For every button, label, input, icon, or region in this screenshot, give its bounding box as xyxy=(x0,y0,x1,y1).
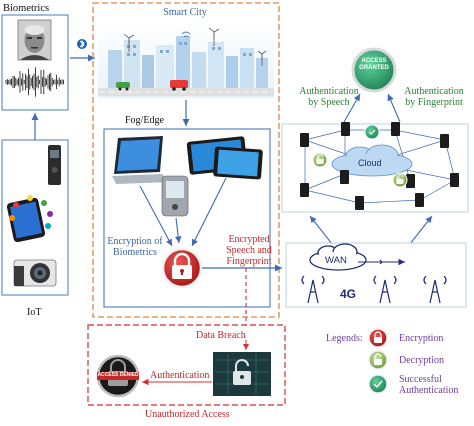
auth-by-speech-line1: Authentication xyxy=(299,86,359,97)
cloud-check-lock-icon xyxy=(364,124,380,140)
legend-encryption-icon xyxy=(368,328,388,348)
speech-auth-arrow xyxy=(343,93,361,123)
tablet-keyboard-icon xyxy=(112,136,172,184)
cell-tower-icons xyxy=(301,275,447,304)
biometrics-label: Biometrics xyxy=(3,3,50,14)
access-granted-text: ACCESS GRANTED xyxy=(354,58,394,72)
encryption-of-biometrics-line2: Biometrics xyxy=(113,247,157,258)
legend-title: Legends: xyxy=(326,333,363,344)
hacker-breach-image xyxy=(213,352,271,396)
legend xyxy=(368,328,388,394)
wan-to-cloud-arrow-left xyxy=(309,215,333,245)
encrypted-speech-label: Encrypted Speech and Fingerprint xyxy=(214,234,284,267)
unauthorized-access-label: Unauthorized Access xyxy=(145,409,230,420)
pda-device-icon xyxy=(161,175,189,217)
authentication-label: Authentication xyxy=(150,370,210,381)
fingerprint-auth-arrow xyxy=(387,93,401,123)
cloud-unlock-icon-left xyxy=(312,152,328,168)
auth-by-fingerprint-line1: Authentication xyxy=(404,86,464,97)
legend-decryption-icon xyxy=(368,350,388,370)
access-granted-line1: ACCESS xyxy=(361,58,387,64)
encryption-of-biometrics-label: Encryption of Biometrics xyxy=(100,236,170,258)
camera-icon xyxy=(13,259,57,287)
city-illustration xyxy=(98,22,274,98)
wan-to-cloud-arrow-right xyxy=(409,215,433,245)
legend-success-line1: Successful xyxy=(399,374,442,385)
wan-label: WAN xyxy=(325,255,347,266)
smartphone-apps-icon xyxy=(6,195,53,243)
unauthorized-access-boundary xyxy=(87,324,286,406)
voice-recorder-icon xyxy=(48,145,61,185)
cloud-label: Cloud xyxy=(358,158,382,168)
access-denied-text: ACCESS DENIED xyxy=(97,372,139,378)
legend-decryption-label: Decryption xyxy=(399,355,444,366)
legend-success-line2: Authentication xyxy=(399,385,459,396)
biometrics-panel xyxy=(1,14,69,111)
tablet2-to-lock-arrow xyxy=(191,177,227,247)
encrypted-speech-line3: Fingerprint xyxy=(226,256,272,267)
speech-waveform xyxy=(5,67,64,97)
cloud-icon xyxy=(331,144,413,177)
encryption-lock-icon xyxy=(161,247,203,289)
fog-edge-label: Fog/Edge xyxy=(125,115,164,126)
auth-by-speech-label: Authentication by Speech xyxy=(296,86,362,108)
cloud-unlock-icon-right xyxy=(392,172,408,188)
access-granted-line2: GRANTED xyxy=(359,65,389,71)
tablet-icon xyxy=(186,136,263,180)
legend-success-label: Successful Authentication xyxy=(399,374,458,396)
data-breach-label: Data Breach xyxy=(196,330,246,341)
auth-by-fingerprint-line2: by Fingerprint xyxy=(405,97,463,108)
auth-by-fingerprint-label: Authentication by Fingerprint xyxy=(396,86,472,108)
iot-devices-panel xyxy=(1,139,69,296)
face-photo xyxy=(17,19,52,61)
legend-encryption-label: Encryption xyxy=(399,333,444,344)
smart-city-label: Smart City xyxy=(163,7,207,18)
legend-success-icon xyxy=(368,374,388,394)
tablet-to-lock-arrow xyxy=(139,185,173,247)
encrypted-speech-line1: Encrypted xyxy=(228,234,270,245)
network-4g-label: 4G xyxy=(340,287,357,301)
encryption-of-biometrics-line1: Encryption of xyxy=(107,236,163,247)
iot-label: IoT xyxy=(27,307,42,318)
access-granted-icon xyxy=(351,47,397,93)
smart-city-boundary xyxy=(92,2,280,318)
fog-edge-panel xyxy=(103,128,271,308)
auth-by-speech-line2: by Speech xyxy=(308,97,350,108)
bluetooth-icon xyxy=(77,39,87,49)
server-icons xyxy=(300,122,459,210)
pda-to-lock-arrow xyxy=(174,217,182,244)
encrypted-speech-line2: Speech and xyxy=(226,245,272,256)
access-denied-icon xyxy=(96,354,140,398)
wan-cloud-icon xyxy=(309,243,367,271)
